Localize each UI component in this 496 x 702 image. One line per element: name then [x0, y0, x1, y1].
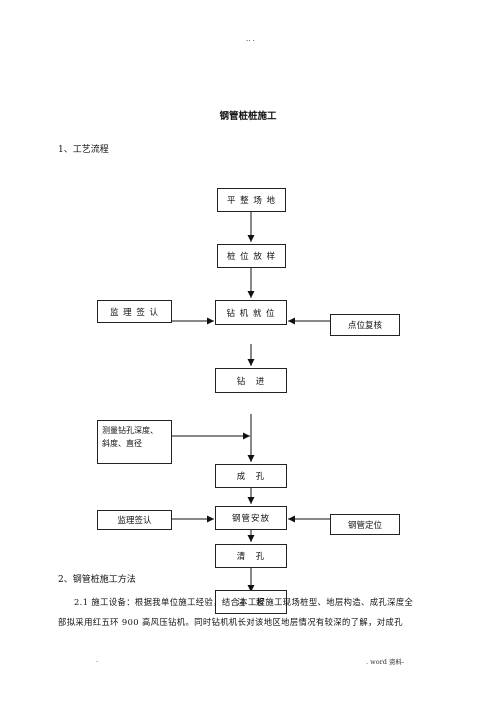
flow-side-pipe-positioning: 钢管定位 — [330, 514, 400, 535]
section-heading-process: 1、工艺流程 — [58, 145, 109, 155]
section-heading-method: 2、钢管桩施工方法 — [58, 575, 136, 585]
header-mark: .. . — [246, 35, 255, 43]
measure-hole-line1: 测量钻孔深度、 — [102, 426, 158, 435]
flow-step-pile-layout: 桩 位 放 样 — [217, 244, 286, 268]
measure-hole-line2: 斜度、直径 — [102, 439, 142, 448]
flow-side-supervision-signoff: 监 理 签 认 — [97, 300, 172, 323]
flow-side-point-check: 点位复核 — [330, 314, 400, 336]
page-title: 钢管桩桩施工 — [219, 111, 277, 122]
flow-step-rig-positioning: 钻 机 就 位 — [215, 300, 287, 325]
flow-step-grouting: 注 浆 — [215, 590, 287, 614]
paragraph-line-2: 部拟采用红五环 900 高风压钻机。同时钻机机长对该地区地层情况有较深的了解，对… — [58, 617, 403, 627]
flow-step-drilling: 钻 进 — [215, 368, 287, 393]
flow-step-clean-hole: 清 孔 — [215, 544, 287, 568]
paragraph-line-1: 2.1 施工设备：根据我单位施工经验，结合本工程施工现场桩型、地层构造、成孔深度… — [74, 597, 414, 607]
footer-right: . word 资料- — [366, 658, 405, 666]
footer-left: . — [96, 656, 99, 664]
flow-side-supervision-signoff-2: 监理签认 — [97, 510, 172, 530]
flow-side-measure-hole: 测量钻孔深度、 斜度、直径 — [97, 420, 172, 464]
flow-step-hole-complete: 成 孔 — [215, 464, 287, 488]
body-paragraph: 2.1 施工设备：根据我单位施工经验，结合本工程施工现场桩型、地层构造、成孔深度… — [58, 592, 458, 632]
flow-step-place-steel-pipe: 钢管安放 — [215, 506, 287, 530]
flow-step-level-site: 平 整 场 地 — [217, 188, 286, 212]
